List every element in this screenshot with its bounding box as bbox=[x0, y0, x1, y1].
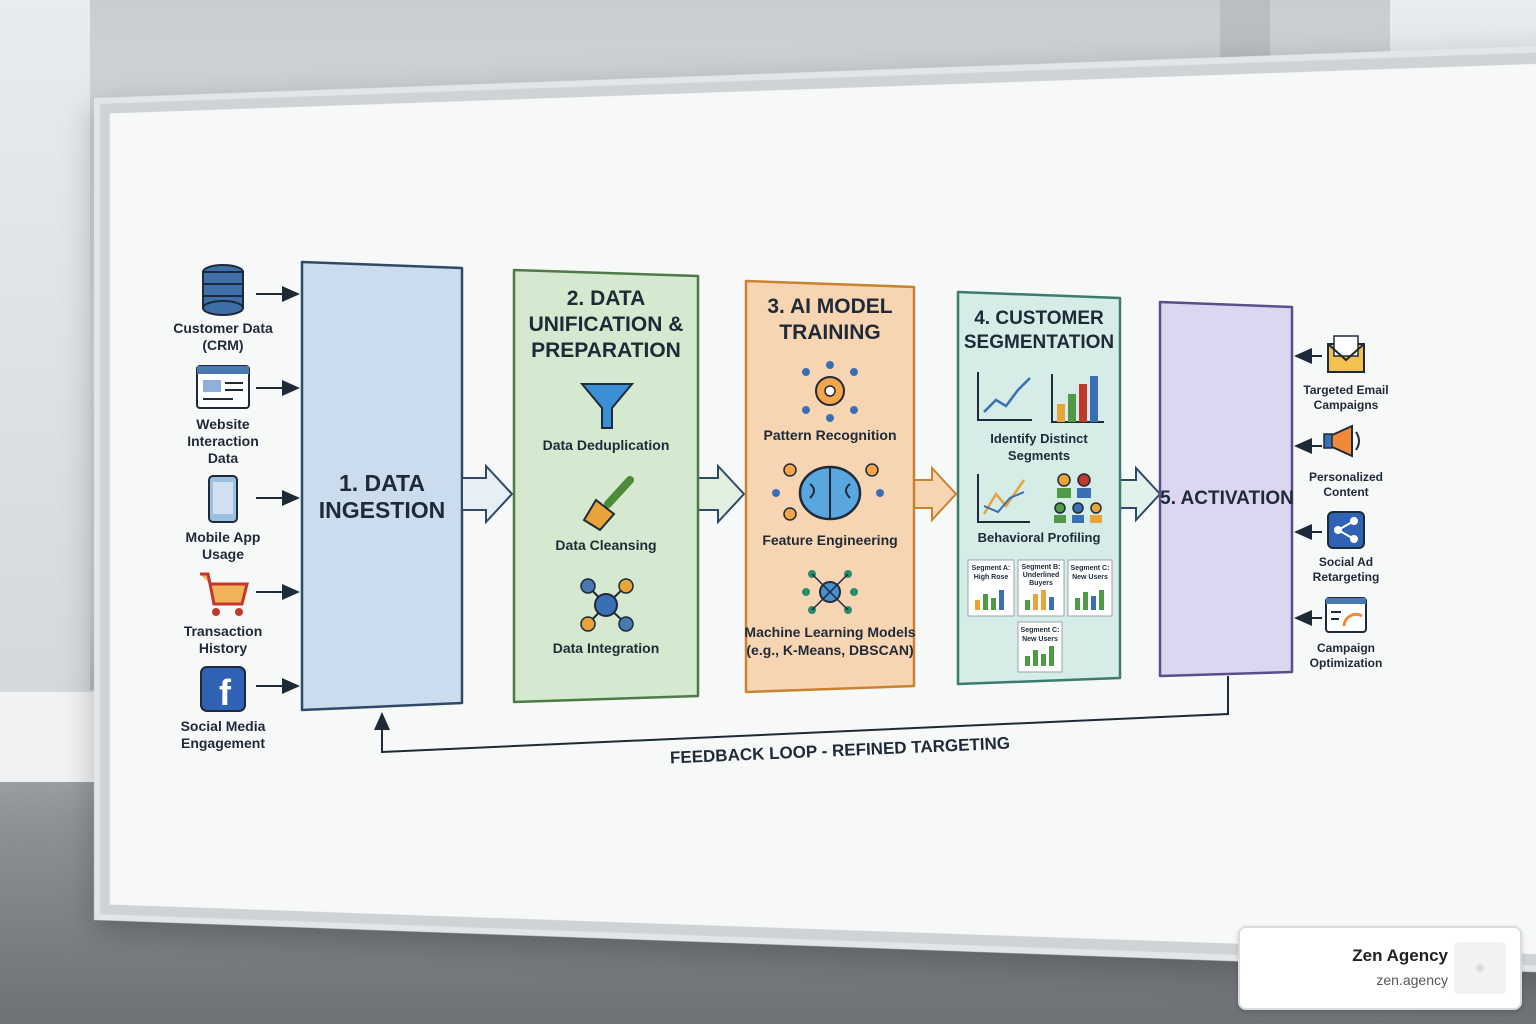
stage-ingestion: 1. DATA INGESTION bbox=[300, 260, 464, 712]
output-label: Campaigns bbox=[1314, 398, 1379, 412]
flow-arrow bbox=[461, 463, 514, 525]
facebook-icon: f bbox=[200, 666, 246, 713]
browser-icon bbox=[196, 365, 250, 409]
segment-card-label: Buyers bbox=[1029, 580, 1053, 587]
bar-chart-icon bbox=[1051, 374, 1104, 423]
source-label: Data bbox=[208, 450, 239, 466]
stage-title: 2. DATA bbox=[567, 287, 646, 310]
segment-card: Segment A: High Rose bbox=[967, 559, 1015, 617]
output-email: Targeted Email Campaigns bbox=[1303, 335, 1389, 412]
output-label: Targeted Email bbox=[1303, 383, 1388, 397]
line-chart-icon bbox=[977, 372, 1032, 421]
source-label: (CRM) bbox=[202, 337, 243, 353]
output-social-ad: Social Ad Retargeting bbox=[1313, 511, 1380, 584]
stage-title: INGESTION bbox=[319, 497, 446, 523]
stage-item: Behavioral Profiling bbox=[978, 530, 1101, 545]
watermark-url: zen.agency bbox=[1376, 972, 1448, 988]
stage-unification: 2. DATA UNIFICATION & PREPARATION Data D… bbox=[512, 268, 700, 704]
phone-icon bbox=[208, 475, 238, 523]
segment-card-label: High Rose bbox=[974, 574, 1009, 581]
stage-title: 5. ACTIVATION bbox=[1160, 488, 1294, 509]
source-label: Engagement bbox=[181, 735, 265, 751]
office-desk-left bbox=[0, 690, 100, 782]
segment-card-label: Segment B: bbox=[1022, 564, 1061, 571]
source-label: Interaction bbox=[187, 433, 259, 449]
segment-card-label: New Users bbox=[1022, 636, 1058, 643]
stage-title: TRAINING bbox=[779, 321, 881, 344]
output-label: Content bbox=[1323, 485, 1368, 499]
segment-card: Segment B: Underlined Buyers bbox=[1017, 559, 1065, 617]
segment-card-label: Segment C: bbox=[1021, 627, 1060, 634]
source-label: Customer Data bbox=[173, 320, 273, 336]
stage-item: Data Cleansing bbox=[555, 537, 656, 553]
output-label: Campaign bbox=[1317, 641, 1375, 655]
source-crm: Customer Data (CRM) bbox=[173, 264, 273, 353]
output-label: Social Ad bbox=[1319, 555, 1373, 569]
source-mobile: Mobile App Usage bbox=[186, 475, 261, 562]
stage-item: Data Deduplication bbox=[543, 437, 670, 453]
source-label: Mobile App bbox=[186, 529, 261, 545]
watermark-name: Zen Agency bbox=[1352, 946, 1448, 965]
stage-item: Data Integration bbox=[553, 640, 660, 656]
output-label: Retargeting bbox=[1313, 570, 1380, 584]
segment-card-label: Segment C: bbox=[1071, 565, 1110, 572]
source-website: Website Interaction Data bbox=[187, 365, 259, 466]
stage-title: 1. DATA bbox=[339, 470, 425, 496]
office-window-left bbox=[0, 0, 90, 700]
integration-icon bbox=[580, 578, 634, 632]
brain-icon bbox=[772, 463, 884, 521]
stage-title: 4. CUSTOMER bbox=[974, 308, 1104, 329]
segment-card-label: Underlined bbox=[1023, 572, 1060, 579]
segment-card: Segment C: New Users bbox=[1017, 621, 1063, 673]
people-icon bbox=[1054, 473, 1102, 523]
stage-item: Identify Distinct bbox=[990, 431, 1088, 446]
stage-activation: 5. ACTIVATION bbox=[1158, 300, 1294, 678]
flow-arrow bbox=[1119, 465, 1162, 523]
segment-card-label: Segment A: bbox=[972, 565, 1011, 572]
output-optimization: Campaign Optimization bbox=[1310, 597, 1383, 670]
share-icon bbox=[1327, 511, 1365, 549]
stage-title: PREPARATION bbox=[531, 339, 681, 362]
source-social: f Social Media Engagement bbox=[181, 666, 266, 751]
output-label: Personalized bbox=[1309, 470, 1383, 484]
flow-arrow bbox=[697, 463, 746, 525]
envelope-icon bbox=[1327, 335, 1365, 373]
segment-card: Segment C: New Users bbox=[1067, 559, 1113, 617]
funnel-icon bbox=[579, 383, 635, 429]
stage-title: UNIFICATION & bbox=[529, 313, 684, 336]
stage-item: Feature Engineering bbox=[762, 532, 897, 548]
stage-title: SEGMENTATION bbox=[964, 332, 1114, 353]
brush-icon bbox=[582, 476, 634, 532]
neural-network-icon bbox=[802, 570, 858, 614]
output-content: Personalized Content bbox=[1309, 424, 1383, 499]
stage-segmentation: 4. CUSTOMER SEGMENTATION Identify Distin… bbox=[956, 290, 1122, 686]
stage-title: 3. AI MODEL bbox=[767, 295, 892, 318]
database-icon bbox=[202, 264, 244, 316]
source-label: Website bbox=[196, 416, 250, 432]
megaphone-icon bbox=[1323, 424, 1360, 458]
svg-text:f: f bbox=[219, 672, 232, 713]
segment-card-label: New Users bbox=[1072, 574, 1108, 581]
source-label: Transaction bbox=[184, 623, 263, 639]
output-label: Optimization bbox=[1310, 656, 1383, 670]
watermark-card[interactable]: Zen Agency zen.agency bbox=[1238, 926, 1522, 1010]
stage-ai-training: 3. AI MODEL TRAINING Pattern Recognition… bbox=[744, 279, 916, 694]
feedback-label: FEEDBACK LOOP - REFINED TARGETING bbox=[670, 734, 1011, 768]
source-label: Social Media bbox=[181, 718, 266, 734]
stage-item: Segments bbox=[1008, 448, 1070, 463]
source-label: Usage bbox=[202, 546, 244, 562]
dashboard-icon bbox=[1325, 597, 1367, 633]
stage-item: Machine Learning Models bbox=[744, 624, 915, 640]
source-label: History bbox=[199, 640, 247, 656]
gear-network-icon bbox=[802, 361, 858, 422]
stage-item: Pattern Recognition bbox=[763, 427, 896, 443]
cart-icon bbox=[200, 572, 249, 616]
logo-icon bbox=[1454, 942, 1506, 994]
stage-item: (e.g., K-Means, DBSCAN) bbox=[746, 642, 913, 658]
trend-chart-icon bbox=[977, 474, 1030, 523]
source-transaction: Transaction History bbox=[184, 572, 263, 656]
flow-arrow bbox=[913, 465, 958, 523]
